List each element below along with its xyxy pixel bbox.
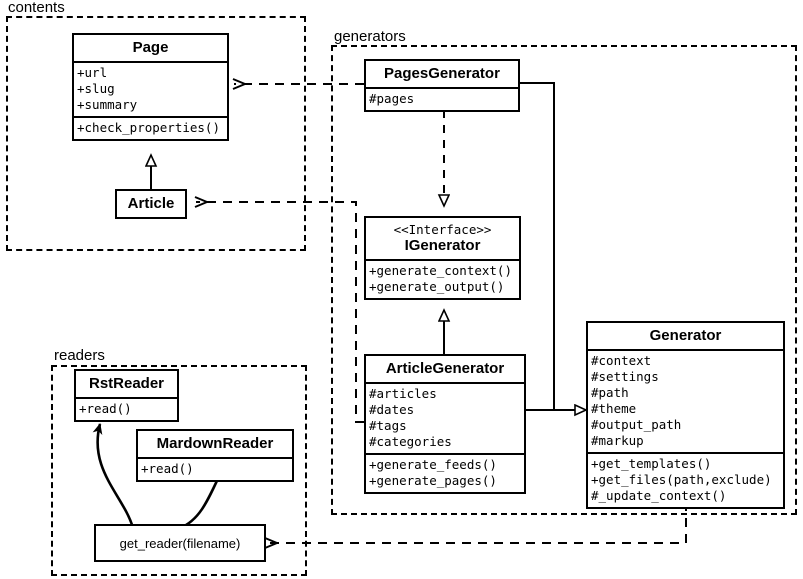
package-generators-border xyxy=(331,45,797,515)
class-page-title: Page xyxy=(132,39,169,56)
class-igenerator-stereotype: <<Interface>> xyxy=(393,222,492,237)
class-generator-operation: +get_files(path,exclude) xyxy=(591,472,772,487)
class-generator-attribute: #markup xyxy=(591,433,644,448)
class-igenerator-operations: +generate_context() +generate_output() xyxy=(366,259,519,298)
class-articlegenerator-title: ArticleGenerator xyxy=(385,360,505,377)
class-page-attributes: +url +slug +summary xyxy=(74,61,227,116)
class-pagesgenerator[interactable]: PagesGenerator #pages xyxy=(364,59,520,112)
class-mardownreader[interactable]: MardownReader +read() xyxy=(136,429,294,482)
package-readers-label: readers xyxy=(52,347,107,364)
class-pagesgenerator-title: PagesGenerator xyxy=(384,65,500,82)
package-readers-border xyxy=(51,365,307,576)
class-generator-attribute: #path xyxy=(591,385,629,400)
class-generator-attributes: #context #settings #path #theme #output_… xyxy=(588,349,783,452)
class-articlegenerator-attribute: #tags xyxy=(369,418,407,433)
class-articlegenerator-attribute: #articles xyxy=(369,386,437,401)
class-article-title: Article xyxy=(127,195,175,212)
class-generator-attribute: #output_path xyxy=(591,417,682,432)
class-article[interactable]: Article xyxy=(115,189,187,219)
package-contents-label: contents xyxy=(6,0,67,16)
class-generator-operations: +get_templates() +get_files(path,exclude… xyxy=(588,452,783,507)
class-articlegenerator[interactable]: ArticleGenerator #articles #dates #tags … xyxy=(364,354,526,494)
class-articlegenerator-attributes: #articles #dates #tags #categories xyxy=(366,382,524,453)
class-mardownreader-operations: +read() xyxy=(138,457,292,480)
class-pagesgenerator-attributes: #pages xyxy=(366,87,518,110)
class-articlegenerator-operation: +generate_pages() xyxy=(369,473,497,488)
class-generator-attribute: #settings xyxy=(591,369,659,384)
class-articlegenerator-attribute: #categories xyxy=(369,434,452,449)
class-articlegenerator-operations: +generate_feeds() +generate_pages() xyxy=(366,453,524,492)
function-get-reader-label: get_reader(filename) xyxy=(119,535,241,551)
class-igenerator[interactable]: <<Interface>> IGenerator +generate_conte… xyxy=(364,216,521,300)
class-igenerator-title: <<Interface>> IGenerator xyxy=(366,218,519,259)
class-page-attribute: +url xyxy=(77,65,108,80)
package-contents-border xyxy=(6,16,306,251)
class-page-attribute: +slug xyxy=(77,81,115,96)
class-rstreader-operation: +read() xyxy=(79,401,132,416)
class-generator-attribute: #context xyxy=(591,353,652,368)
class-page-operations: +check_properties() xyxy=(74,116,227,139)
class-rstreader-operations: +read() xyxy=(76,397,177,420)
class-igenerator-operation: +generate_output() xyxy=(369,279,505,294)
class-articlegenerator-operation: +generate_feeds() xyxy=(369,457,497,472)
class-generator-attribute: #theme xyxy=(591,401,637,416)
class-igenerator-operation: +generate_context() xyxy=(369,263,512,278)
package-generators-label: generators xyxy=(332,28,408,45)
class-generator-operation: +get_templates() xyxy=(591,456,712,471)
function-get-reader[interactable]: get_reader(filename) xyxy=(94,524,266,562)
class-pagesgenerator-attribute: #pages xyxy=(369,91,415,106)
class-page[interactable]: Page +url +slug +summary +check_properti… xyxy=(72,33,229,141)
class-generator-title: Generator xyxy=(649,327,722,344)
class-rstreader-title: RstReader xyxy=(88,375,165,392)
class-generator[interactable]: Generator #context #settings #path #them… xyxy=(586,321,785,509)
class-mardownreader-operation: +read() xyxy=(141,461,194,476)
class-mardownreader-title: MardownReader xyxy=(156,435,274,452)
class-page-attribute: +summary xyxy=(77,97,138,112)
class-igenerator-name: IGenerator xyxy=(404,237,481,254)
class-articlegenerator-attribute: #dates xyxy=(369,402,415,417)
class-generator-operation: #_update_context() xyxy=(591,488,727,503)
class-page-operation: +check_properties() xyxy=(77,120,220,135)
class-rstreader[interactable]: RstReader +read() xyxy=(74,369,179,422)
